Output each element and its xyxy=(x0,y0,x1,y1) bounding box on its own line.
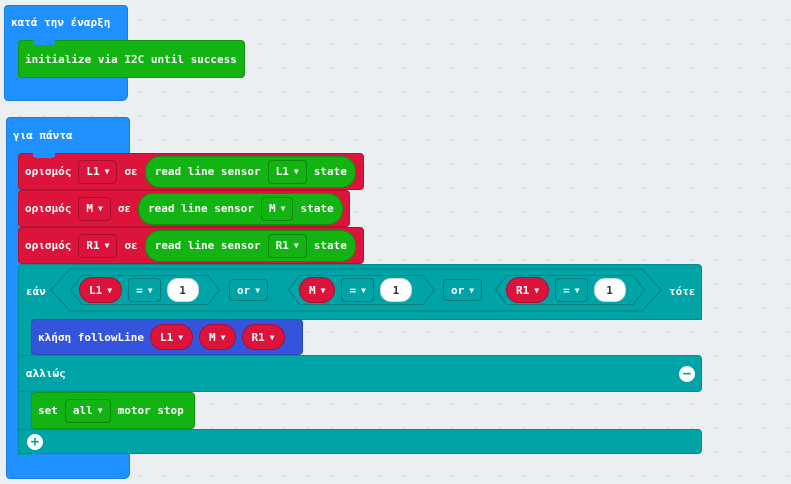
motor-action-label: motor stop xyxy=(117,404,184,417)
to-keyword: σε xyxy=(124,165,138,178)
number-input[interactable]: 1 xyxy=(379,278,412,302)
or-label: or xyxy=(237,283,251,297)
operator: = xyxy=(349,283,357,297)
variable-name: R1 xyxy=(516,283,530,297)
motor-target: all xyxy=(72,404,93,417)
motor-stop-block[interactable]: set all ▼ motor stop xyxy=(31,392,195,429)
set-keyword: ορισμός xyxy=(25,202,72,215)
variable-dropdown[interactable]: R1 ▼ xyxy=(78,233,118,258)
variable-reporter[interactable]: M▼ xyxy=(299,277,336,303)
on-start-title: κατά την έναρξη xyxy=(11,16,111,29)
set-variable-block[interactable]: ορισμός L1 ▼ σε read line sensor L1 ▼ stat… xyxy=(18,153,364,190)
dropdown-arrow-icon: ▼ xyxy=(107,285,113,295)
or-dropdown[interactable]: or ▼ xyxy=(229,279,269,301)
dropdown-arrow-icon: ▼ xyxy=(269,332,275,342)
variable-name: R1 xyxy=(86,239,100,252)
sensor-dropdown[interactable]: R1 ▼ xyxy=(267,233,307,258)
dropdown-arrow-icon: ▼ xyxy=(97,204,103,213)
sensor-name: M xyxy=(269,202,276,215)
operator-dropdown[interactable]: =▼ xyxy=(128,278,161,302)
initialize-i2c-label: initialize via I2C until success xyxy=(25,52,237,66)
state-label: state xyxy=(313,165,347,178)
state-label: state xyxy=(300,202,334,215)
dropdown-arrow-icon: ▼ xyxy=(104,167,110,176)
compare-block[interactable]: R1▼ =▼ 1 xyxy=(495,275,645,305)
or-label: or xyxy=(451,283,465,297)
else-keyword: αλλιώς xyxy=(26,367,66,380)
read-line-sensor-reporter[interactable]: read line sensor R1 ▼ state xyxy=(144,229,356,262)
to-keyword: σε xyxy=(124,239,138,252)
dropdown-arrow-icon: ▼ xyxy=(280,204,286,213)
operator: = xyxy=(136,283,143,297)
motor-target-dropdown[interactable]: all ▼ xyxy=(64,398,111,423)
variable-dropdown[interactable]: M▼ xyxy=(78,196,111,221)
variable-name: L1 xyxy=(86,165,100,178)
operator: = xyxy=(563,283,570,297)
set-label: set xyxy=(38,404,58,417)
dropdown-arrow-icon: ▼ xyxy=(320,285,326,295)
or-dropdown[interactable]: or ▼ xyxy=(443,279,483,301)
argument-reporter[interactable]: R1 ▼ xyxy=(241,324,285,350)
number-input[interactable]: 1 xyxy=(166,278,199,302)
variable-dropdown[interactable]: L1 ▼ xyxy=(78,159,118,184)
variable-reporter[interactable]: L1 ▼ xyxy=(79,277,123,303)
reporter-label: read line sensor xyxy=(148,202,255,215)
argument-reporter[interactable]: L1 ▼ xyxy=(149,324,194,350)
variable-name: M xyxy=(86,202,93,215)
dropdown-arrow-icon: ▼ xyxy=(104,241,110,250)
dropdown-arrow-icon: ▼ xyxy=(97,406,103,415)
variable-name: M xyxy=(309,283,316,297)
sensor-dropdown[interactable]: L1 ▼ xyxy=(267,159,307,184)
number-input[interactable]: 1 xyxy=(593,278,626,302)
sensor-dropdown[interactable]: M▼ xyxy=(261,196,294,221)
operator-dropdown[interactable]: =▼ xyxy=(341,278,374,302)
reporter-label: read line sensor xyxy=(154,165,261,178)
compare-block[interactable]: L1▼ =▼ 1 xyxy=(70,275,220,305)
sensor-name: L1 xyxy=(275,165,289,178)
variable-name: L1 xyxy=(89,283,103,297)
dropdown-arrow-icon: ▼ xyxy=(178,332,184,342)
read-line-sensor-reporter[interactable]: read line sensor L1 ▼ state xyxy=(144,155,356,188)
read-line-sensor-reporter[interactable]: read line sensor M▼ state xyxy=(138,192,343,225)
reporter-label: read line sensor xyxy=(154,239,261,252)
dropdown-arrow-icon: ▼ xyxy=(574,285,580,295)
then-keyword: τότε xyxy=(669,285,696,298)
forever-title: για πάντα xyxy=(13,129,73,142)
dropdown-arrow-icon: ▼ xyxy=(255,285,261,295)
argument-name: L1 xyxy=(159,330,174,344)
compare-block[interactable]: M▼ =▼ 1 xyxy=(288,275,435,305)
set-variable-block[interactable]: ορισμός M▼ σε read line sensor M▼ state xyxy=(18,190,350,227)
initialize-i2c-block[interactable]: initialize via I2C until success xyxy=(18,40,245,78)
call-label: κλήση followLine xyxy=(38,330,144,344)
dropdown-arrow-icon: ▼ xyxy=(361,285,366,295)
call-followline-block[interactable]: κλήση followLine L1▼ M▼ R1▼ xyxy=(31,319,303,355)
dropdown-arrow-icon: ▼ xyxy=(293,167,299,176)
dropdown-arrow-icon: ▼ xyxy=(147,285,153,295)
argument-name: R1 xyxy=(251,330,265,344)
dropdown-arrow-icon: ▼ xyxy=(220,332,226,342)
add-else-if-icon[interactable]: + xyxy=(27,434,43,450)
variable-reporter[interactable]: R1 ▼ xyxy=(506,277,550,303)
if-keyword: εάν xyxy=(26,285,46,298)
dropdown-arrow-icon: ▼ xyxy=(293,241,299,250)
argument-name: M xyxy=(209,330,216,344)
state-label: state xyxy=(313,239,347,252)
set-variable-block[interactable]: ορισμός R1 ▼ σε read line sensor R1 ▼ stat… xyxy=(18,227,364,264)
else-bar: αλλιώς − xyxy=(18,355,702,392)
set-keyword: ορισμός xyxy=(25,165,72,178)
dropdown-arrow-icon: ▼ xyxy=(469,285,475,295)
dropdown-arrow-icon: ▼ xyxy=(534,285,540,295)
to-keyword: σε xyxy=(117,202,132,215)
argument-reporter[interactable]: M▼ xyxy=(199,324,236,350)
operator-dropdown[interactable]: =▼ xyxy=(555,278,588,302)
set-keyword: ορισμός xyxy=(25,239,72,252)
if-block-bottom: + xyxy=(18,429,702,454)
sensor-name: R1 xyxy=(275,239,289,252)
remove-else-icon[interactable]: − xyxy=(679,366,695,382)
